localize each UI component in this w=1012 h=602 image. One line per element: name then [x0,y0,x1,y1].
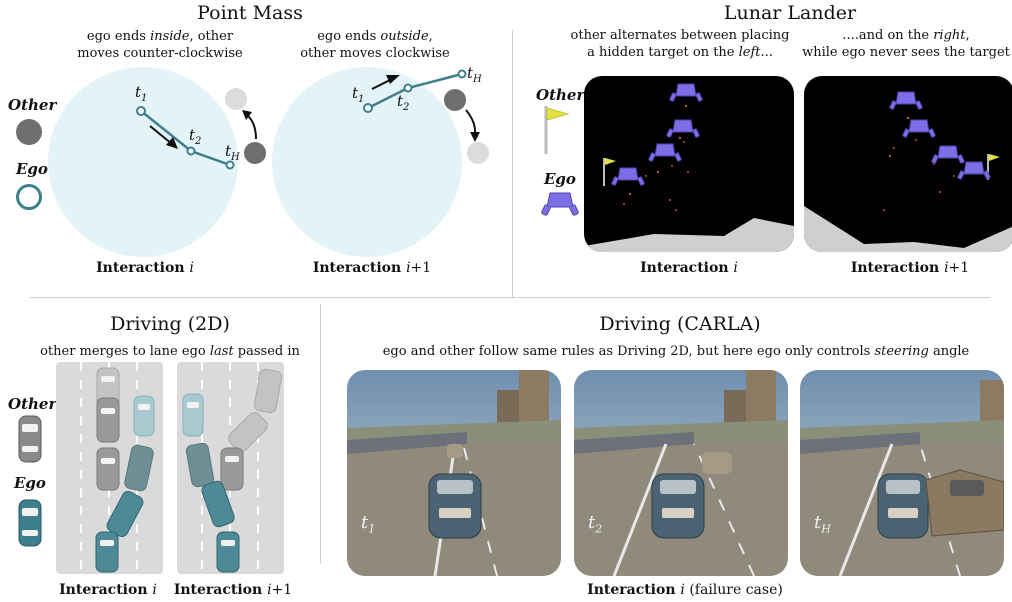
driving2d-caption: other merges to lane ego last passed in [40,344,300,359]
point-mass-title: Point Mass [197,2,303,24]
d2d-label-right: Interaction i+1 [173,582,293,598]
carla-panel-t1: t1 [347,370,561,576]
carla-title: Driving (CARLA) [599,313,761,335]
carla-panel-tH: tH [800,370,1004,576]
lunar-panel-right [804,76,1012,252]
pm-label-right: Interaction i+1 [312,260,432,276]
lunar-panel-left [584,76,794,252]
carla-t1-label: t1 [361,512,376,536]
legend-ego-label: Ego [16,160,48,178]
legend-other-dot [16,119,42,145]
carla-tH-label: tH [814,512,831,536]
horizontal-divider [30,297,990,298]
pm-label-left: Interaction i [96,260,194,276]
d2d-legend-other-label: Other [8,395,57,413]
legend-ego-ring [16,184,42,210]
d2d-label-left: Interaction i [59,582,157,598]
carla-label: Interaction i (failure case) [587,582,783,598]
lunar-label-left: Interaction i [640,260,738,276]
lunar-label-right: Interaction i+1 [850,260,970,276]
point-mass-caption-right: ego ends outside, other moves clockwise [300,29,450,61]
lunar-title: Lunar Lander [723,2,857,24]
pm-right-t1: t1 [352,84,365,105]
car-icon-ego [18,499,42,547]
car-icon-other [18,415,42,463]
lunar-legend-other-label: Other [536,86,585,104]
pm-right-tH: tH [467,64,482,85]
driving2d-road-right [177,362,284,574]
pm-left-t2: t2 [189,126,202,147]
point-mass-right-diagram [272,67,489,257]
pm-left-t1: t1 [135,83,148,104]
flag-icon [544,106,570,154]
pm-left-tH: tH [225,142,240,163]
vertical-divider-top [512,30,513,298]
lander-icon [541,192,579,216]
pm-right-t2: t2 [397,92,410,113]
d2d-legend-ego-label: Ego [14,474,46,492]
lunar-caption-left: other alternates between placing a hidde… [570,28,790,60]
legend-other-label: Other [8,96,57,114]
lunar-caption-right: ....and on the right, while ego never se… [802,28,1010,60]
carla-t2-label: t2 [588,512,603,536]
carla-caption: ego and other follow same rules as Drivi… [382,344,970,359]
carla-panel-t2: t2 [574,370,788,576]
point-mass-caption-left: ego ends inside, other moves counter-clo… [77,29,243,61]
driving2d-title: Driving (2D) [110,313,230,335]
vertical-divider-bottom [320,304,321,564]
driving2d-road-left [56,362,163,574]
point-mass-left-diagram [48,67,266,257]
lunar-legend-ego-label: Ego [544,170,576,188]
